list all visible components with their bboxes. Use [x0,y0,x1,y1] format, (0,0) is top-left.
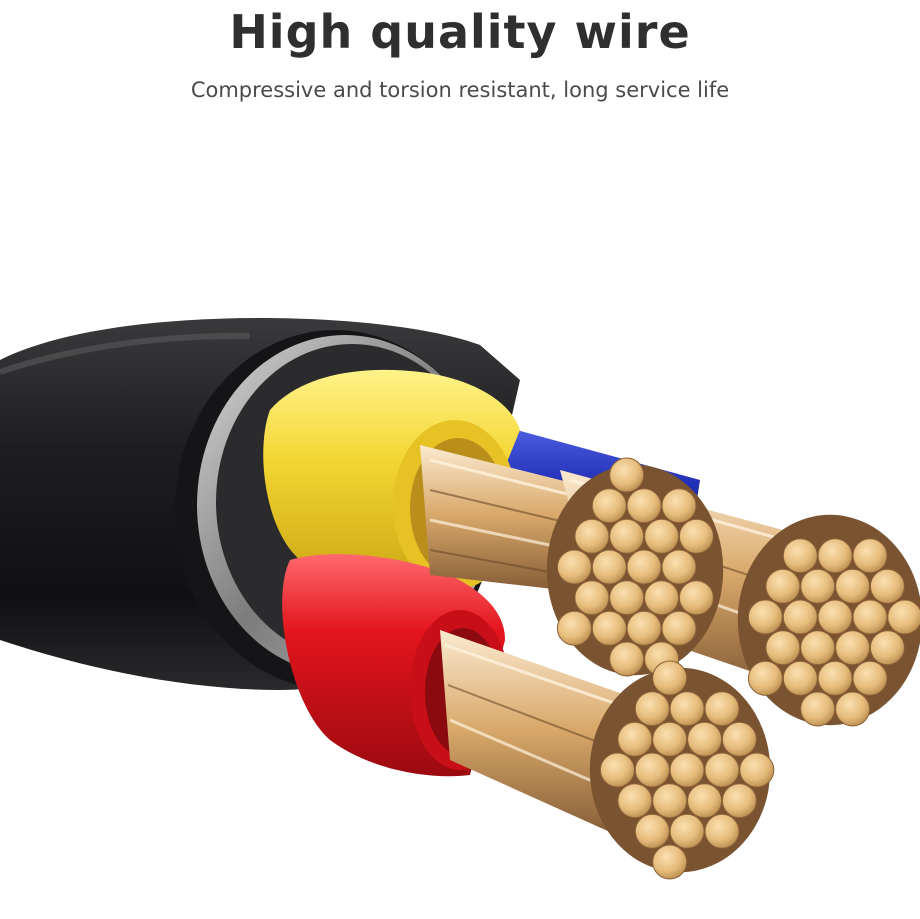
strand-end [678,580,714,616]
page-title: High quality wire [229,5,691,59]
strand-end [817,538,853,574]
strand-end [626,610,662,646]
strand-end [556,549,592,585]
strand-end [817,599,853,635]
strand-end [869,568,905,604]
strand-end [747,599,783,635]
strand-end [591,488,627,524]
strand-end [591,610,627,646]
strand-end [765,630,801,666]
strand-end [678,518,714,554]
strand-end [721,783,757,819]
strand-end [661,549,697,585]
strand-end [782,538,818,574]
strand-end [574,580,610,616]
strand-end [556,610,592,646]
strand-end [817,660,853,696]
strand-end [852,660,888,696]
strand-end [634,752,670,788]
strand-end [782,599,818,635]
strand-end [617,783,653,819]
strand-end [687,783,723,819]
strand-end [661,488,697,524]
strand-end [652,660,688,696]
strand-end [644,518,680,554]
strand-end [704,691,740,727]
right-strand-ends [737,514,920,727]
lower-strand-ends [589,660,775,880]
strand-end [669,691,705,727]
strand-end [609,457,645,493]
strand-end [609,580,645,616]
strand-end [747,660,783,696]
strand-end [721,721,757,757]
strand-end [634,813,670,849]
strand-end [835,691,871,727]
strand-end [835,630,871,666]
strand-end [835,568,871,604]
strand-end [599,752,635,788]
strand-end [782,660,818,696]
strand-end [652,783,688,819]
strand-end [800,630,836,666]
page-subtitle: Compressive and torsion resistant, long … [190,78,730,102]
strand-end [574,518,610,554]
strand-end [609,518,645,554]
strand-end [609,641,645,677]
strand-end [644,580,680,616]
strand-end [887,599,920,635]
strand-end [800,691,836,727]
strand-end [626,549,662,585]
strand-end [800,568,836,604]
strand-end [687,721,723,757]
strand-end [591,549,627,585]
strand-end [869,630,905,666]
strand-end [652,721,688,757]
strand-end [704,752,740,788]
strand-end [669,752,705,788]
strand-end [739,752,775,788]
strand-end [852,538,888,574]
strand-end [765,568,801,604]
strand-end [669,813,705,849]
upper-strand-ends [546,457,724,677]
strand-end [634,691,670,727]
strand-end [617,721,653,757]
strand-end [626,488,662,524]
strand-end [661,610,697,646]
strand-end [852,599,888,635]
strand-end [704,813,740,849]
strand-end [652,844,688,880]
